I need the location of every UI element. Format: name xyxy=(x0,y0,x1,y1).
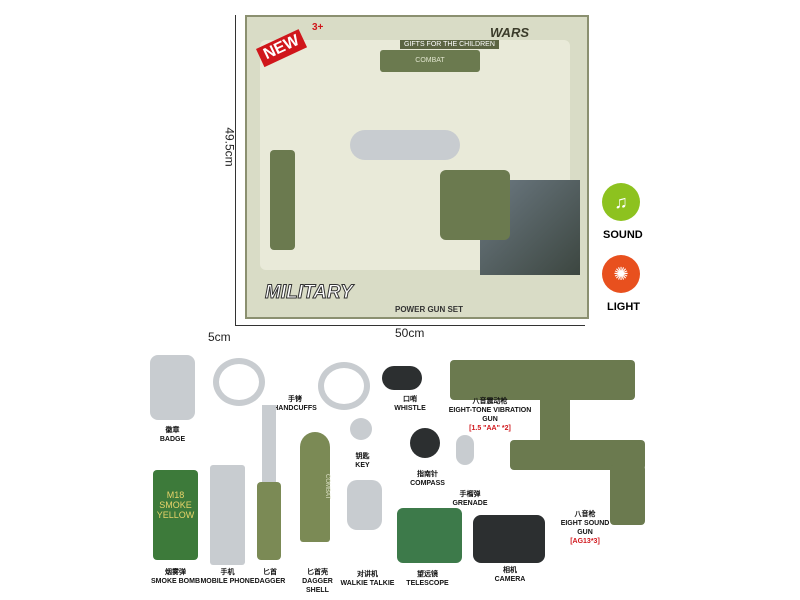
badge-image xyxy=(150,355,195,420)
key-image xyxy=(350,418,372,440)
age-label: 3+ xyxy=(312,22,324,33)
light-bulb-icon: ✺ xyxy=(602,255,640,293)
handcuff-left xyxy=(213,358,265,406)
brand-logo: WARS xyxy=(490,25,529,40)
height-dimension: 49.5cm xyxy=(222,127,237,167)
depth-dimension: 5cm xyxy=(208,330,231,344)
boxed-dagger xyxy=(270,150,295,250)
box-title: MILITARY xyxy=(265,282,354,304)
walkie-talkie-image xyxy=(347,480,382,530)
dagger-shell-image: COMBAT xyxy=(300,432,330,542)
width-line xyxy=(235,325,585,326)
tagline: GIFTS FOR THE CHILDREN xyxy=(400,40,499,49)
whistle-image xyxy=(382,366,422,390)
light-label: LIGHT xyxy=(607,301,640,313)
box-subtitle: POWER GUN SET xyxy=(395,305,464,314)
height-line xyxy=(235,15,236,325)
sound-gun-grip xyxy=(610,465,645,525)
telescope-image xyxy=(397,508,462,563)
camera-image xyxy=(473,515,545,563)
width-dimension: 50cm xyxy=(395,326,425,340)
handcuff-right xyxy=(318,362,370,410)
grenade-image xyxy=(456,435,474,465)
smoke-bomb-image: M18 SMOKE YELLOW xyxy=(153,470,198,560)
music-note-icon: ♫ xyxy=(602,183,640,221)
mobile-phone-image xyxy=(210,465,245,565)
boxed-handcuffs xyxy=(350,130,460,160)
boxed-smg xyxy=(440,170,510,240)
boxed-pistol: COMBAT xyxy=(380,50,480,72)
sound-label: SOUND xyxy=(603,229,643,241)
vibration-gun-magazine xyxy=(540,395,570,440)
dagger-handle xyxy=(257,482,281,560)
vibration-gun-image xyxy=(450,360,635,400)
dagger-blade xyxy=(262,405,276,485)
compass-image xyxy=(410,428,440,458)
